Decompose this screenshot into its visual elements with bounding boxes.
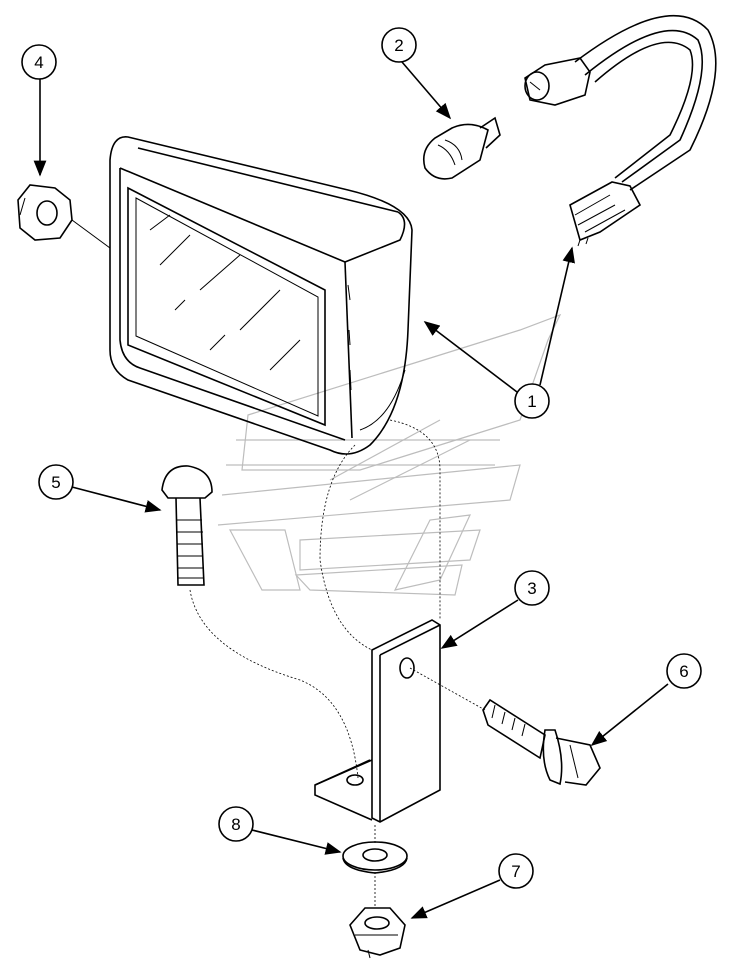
- leader-arrows: [33, 61, 669, 919]
- callout-6: 6: [666, 653, 702, 689]
- svg-text:1: 1: [527, 392, 536, 411]
- svg-text:2: 2: [394, 36, 403, 55]
- callout-3: 3: [514, 570, 550, 606]
- callout-4: 4: [21, 44, 57, 80]
- wire-harness-icon: [524, 14, 717, 247]
- watermark-logo-icon: [217, 313, 562, 596]
- round-head-bolt-icon: [161, 465, 213, 586]
- callout-1: 1: [514, 383, 550, 419]
- svg-text:3: 3: [527, 579, 536, 598]
- assembly-lines: [189, 419, 486, 908]
- svg-text:7: 7: [511, 862, 520, 881]
- callout-5: 5: [38, 464, 74, 500]
- mounting-bracket-icon: [314, 619, 441, 823]
- washer-icon: [342, 841, 408, 874]
- callout-8: 8: [218, 806, 254, 842]
- bulb-icon: [422, 116, 501, 180]
- svg-text:6: 6: [679, 662, 688, 681]
- callout-2: 2: [381, 27, 417, 63]
- svg-text:4: 4: [34, 53, 43, 72]
- svg-text:5: 5: [51, 473, 60, 492]
- svg-text:8: 8: [231, 815, 240, 834]
- lamp-housing-icon: [109, 136, 413, 455]
- callout-7: 7: [498, 853, 534, 889]
- grommet-icon: [17, 184, 111, 249]
- flange-nut-icon: [349, 907, 406, 959]
- flange-bolt-icon: [482, 698, 601, 786]
